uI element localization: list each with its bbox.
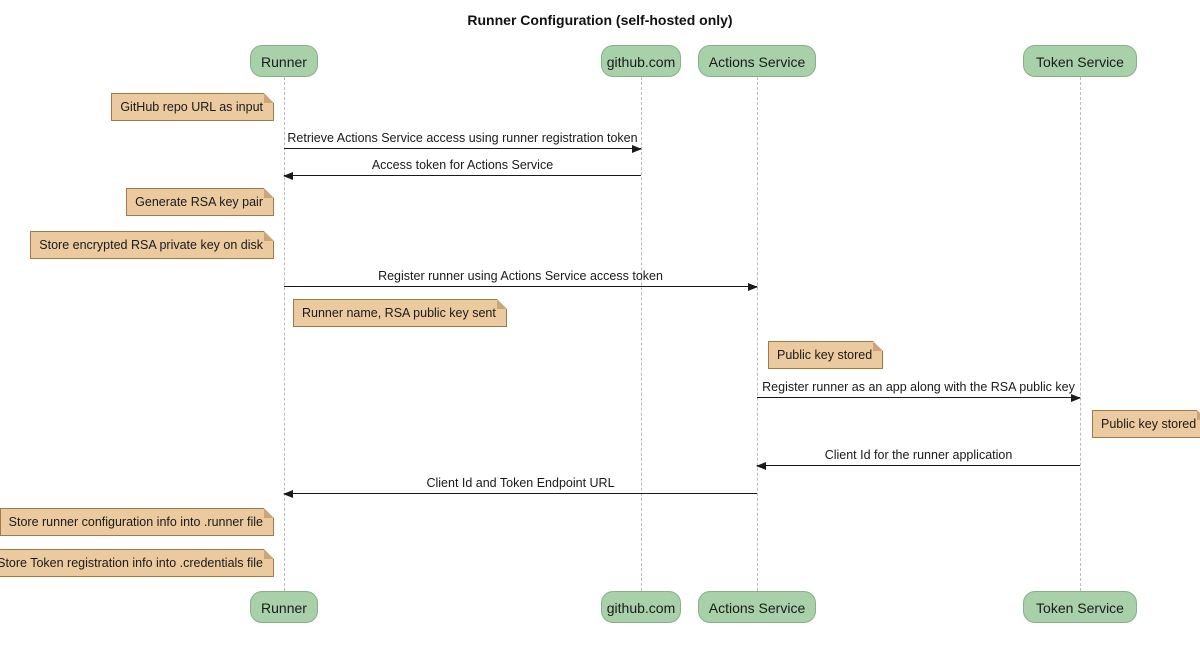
note-store-token-registration-info-into-credentials-file: Store Token registration info into .cred… xyxy=(0,549,274,577)
arrowhead-left-icon xyxy=(756,462,766,470)
message-4: Register runner as an app along with the… xyxy=(757,380,1081,402)
lifeline-runner xyxy=(284,77,285,591)
message-5: Client Id for the runner application xyxy=(756,448,1080,470)
note-github-repo-url-as-input: GitHub repo URL as input xyxy=(111,93,274,121)
participant-bottom-actions-service: Actions Service xyxy=(698,591,816,623)
message-3: Register runner using Actions Service ac… xyxy=(284,269,758,291)
arrowhead-left-icon xyxy=(283,172,293,180)
note-store-encrypted-rsa-private-key-on-disk: Store encrypted RSA private key on disk xyxy=(30,231,274,259)
note-store-runner-configuration-info-into-runner-file: Store runner configuration info into .ru… xyxy=(0,508,275,536)
lifeline-github-com xyxy=(641,77,642,591)
message-label: Access token for Actions Service xyxy=(371,158,554,172)
arrowhead-right-icon xyxy=(1071,394,1081,402)
participant-bottom-github-com: github.com xyxy=(601,591,681,623)
arrowhead-left-icon xyxy=(283,490,293,498)
participant-top-github-com: github.com xyxy=(601,45,681,77)
note-runner-name-rsa-public-key-sent: Runner name, RSA public key sent xyxy=(293,299,507,327)
participant-bottom-runner: Runner xyxy=(250,591,318,623)
message-arrow-line xyxy=(284,145,642,153)
arrowhead-right-icon xyxy=(632,145,642,153)
message-arrow-line xyxy=(284,283,758,291)
message-6: Client Id and Token Endpoint URL xyxy=(283,476,757,498)
message-label: Register runner as an app along with the… xyxy=(762,380,1075,394)
lifeline-actions-service xyxy=(757,77,758,591)
participant-top-runner: Runner xyxy=(250,45,318,77)
message-arrow-line xyxy=(756,462,1080,470)
note-generate-rsa-key-pair: Generate RSA key pair xyxy=(126,188,274,216)
participant-top-actions-service: Actions Service xyxy=(698,45,816,77)
note-public-key-stored: Public key stored xyxy=(1092,410,1200,438)
lifeline-token-service xyxy=(1080,77,1081,591)
message-label: Client Id for the runner application xyxy=(824,448,1013,462)
message-label: Retrieve Actions Service access using ru… xyxy=(287,131,638,145)
message-1: Retrieve Actions Service access using ru… xyxy=(284,131,642,153)
message-arrow-line xyxy=(283,172,641,180)
message-2: Access token for Actions Service xyxy=(283,158,641,180)
diagram-title: Runner Configuration (self-hosted only) xyxy=(467,12,733,28)
note-public-key-stored: Public key stored xyxy=(768,341,884,369)
message-label: Client Id and Token Endpoint URL xyxy=(426,476,615,490)
message-arrow-line xyxy=(757,394,1081,402)
message-arrow-line xyxy=(283,490,757,498)
participant-bottom-token-service: Token Service xyxy=(1023,591,1137,623)
arrowhead-right-icon xyxy=(748,283,758,291)
message-label: Register runner using Actions Service ac… xyxy=(378,269,663,283)
participant-top-token-service: Token Service xyxy=(1023,45,1137,77)
